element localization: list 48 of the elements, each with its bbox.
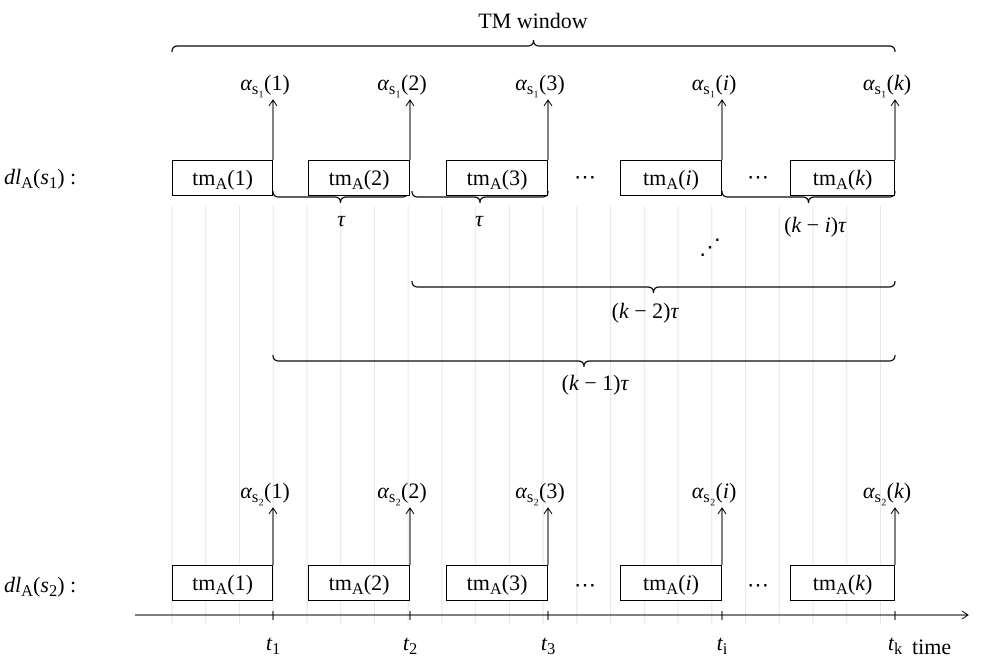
arrow: [544, 100, 552, 160]
brace-label: (k − 1)τ: [560, 369, 630, 397]
time-window-box: tm$_{A}$(k): [790, 160, 895, 196]
ellipsis: ⋯: [746, 571, 770, 599]
arrow: [544, 508, 552, 566]
time-window-box: tm$_{A}$(2): [308, 160, 410, 196]
output-label: α$_{s₁}$(2): [350, 66, 454, 100]
output-label: α$_{s₂}$(i): [662, 474, 766, 508]
time-window-box: tm$_{A}$(i): [620, 160, 722, 196]
time-window-box: tm$_{A}$(1): [172, 565, 273, 601]
time-window-box: tm$_{A}$(i): [620, 565, 722, 601]
time-window-box: tm$_{A}$(2): [308, 565, 410, 601]
tick-label: t$_{2}$: [402, 629, 418, 658]
arrow: [718, 100, 726, 160]
row-label: dl$_{A}$(s$_{2}$) :: [4, 571, 78, 600]
output-label: α$_{s₂}$(k): [835, 474, 939, 508]
output-label: α$_{s₂}$(3): [488, 474, 592, 508]
axis-label: time: [912, 633, 952, 661]
ellipsis: ⋯: [746, 163, 770, 191]
row-label: dl$_{A}$(s$_{1}$) :: [4, 163, 78, 192]
arrow: [890, 508, 900, 566]
brace-label: τ: [474, 205, 485, 233]
time-window-box: tm$_{A}$(3): [446, 160, 548, 196]
ellipsis: ⋯: [573, 163, 597, 191]
output-label: α$_{s₁}$(k): [835, 66, 939, 100]
arrow: [268, 100, 278, 160]
brace-label: (k − 2)τ: [610, 297, 680, 325]
brace-label: (k − i)τ: [783, 211, 848, 239]
tick-label: t$_{3}$: [540, 629, 556, 658]
tick-label: t$_{i}$: [716, 629, 728, 658]
time-window-box: tm$_{A}$(3): [446, 565, 548, 601]
arrow: [890, 100, 900, 160]
time-window-box: tm$_{A}$(1): [172, 160, 273, 196]
brace-label: TM window: [477, 7, 589, 35]
arrow: [406, 508, 414, 566]
brace-label: τ: [336, 205, 347, 233]
output-label: α$_{s₂}$(1): [213, 474, 317, 508]
arrow: [406, 100, 414, 160]
tick-label: t$_{1}$: [264, 629, 282, 658]
ellipsis: ⋯: [573, 571, 597, 599]
ellipsis: ⋰: [698, 233, 722, 261]
arrow: [718, 508, 726, 566]
output-label: α$_{s₁}$(3): [488, 66, 592, 100]
output-label: α$_{s₁}$(i): [662, 66, 766, 100]
arrow: [268, 508, 278, 566]
output-label: α$_{s₂}$(2): [350, 474, 454, 508]
time-window-box: tm$_{A}$(k): [790, 565, 895, 601]
output-label: α$_{s₁}$(1): [213, 66, 317, 100]
